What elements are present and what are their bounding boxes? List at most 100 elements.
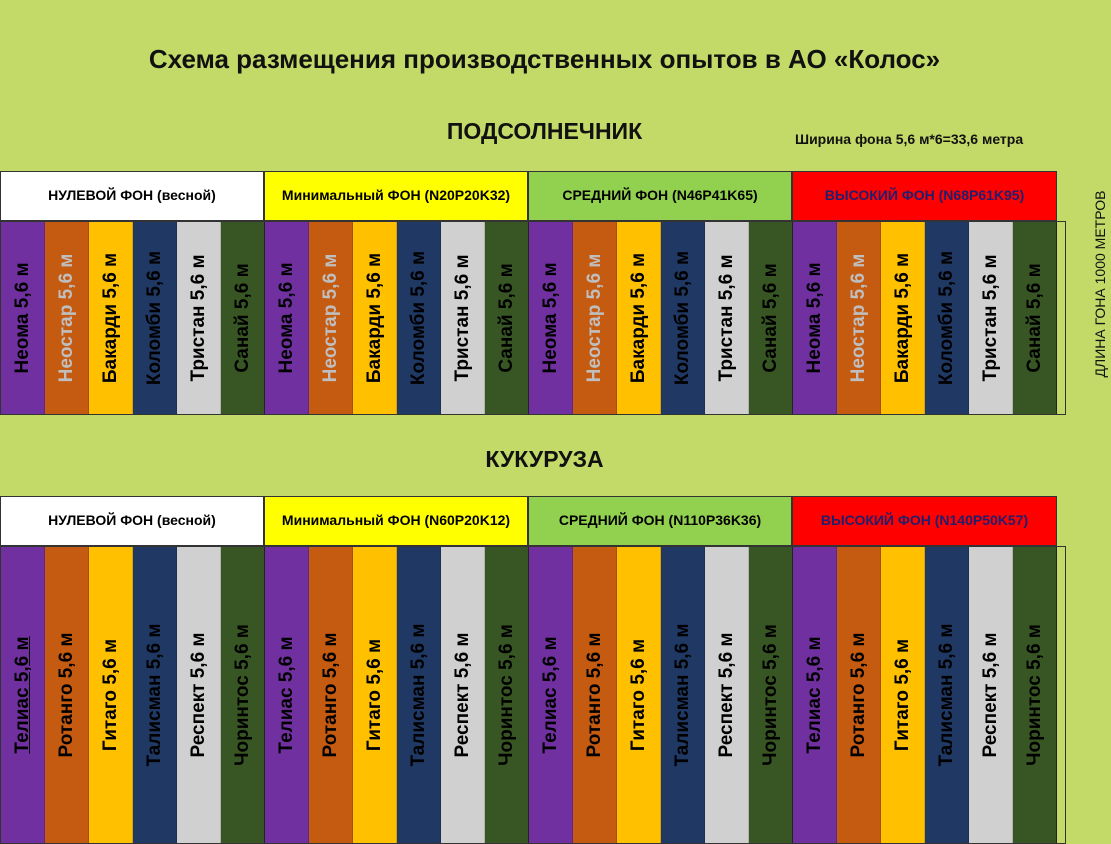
length-note: ДЛИНА ГОНА 1000 МЕТРОВ: [1092, 190, 1108, 378]
sunflower-plot-1-4: Коломби 5,6 м: [133, 222, 177, 414]
sunflower-variety-label: Бакарди 5,6 м: [891, 252, 913, 384]
sunflower-plot-4-1: Неома 5,6 м: [793, 222, 837, 414]
sunflower-variety-label: Неостар 5,6 м: [847, 253, 869, 383]
sunflower-plot-1-6: Санай 5,6 м: [221, 222, 265, 414]
sunflower-background-2: Минимальный ФОН (N20P20K32): [264, 171, 528, 221]
corn-background-1: НУЛЕВОЙ ФОН (весной): [0, 496, 264, 546]
corn-plot-1-3: Гитаго 5,6 м: [89, 547, 133, 843]
width-note: Ширина фона 5,6 м*6=33,6 метра: [795, 131, 1024, 147]
sunflower-plot-3-2: Неостар 5,6 м: [573, 222, 617, 414]
corn-plot-3-2: Ротанго 5,6 м: [573, 547, 617, 843]
corn-background-3: СРЕДНИЙ ФОН (N110P36K36): [528, 496, 792, 546]
corn-variety-label: Талисман 5,6 м: [143, 623, 165, 767]
corn-plot-1-5: Респект 5,6 м: [177, 547, 221, 843]
corn-plot-2-2: Ротанго 5,6 м: [309, 547, 353, 843]
sunflower-variety-label: Коломби 5,6 м: [407, 250, 429, 386]
sunflower-plot-4-4: Коломби 5,6 м: [925, 222, 969, 414]
corn-variety-label: Ротанго 5,6 м: [847, 632, 869, 758]
corn-variety-label: Телиас 5,6 м: [11, 636, 33, 754]
corn-plot-3-1: Телиас 5,6 м: [529, 547, 573, 843]
corn-variety-label: Гитаго 5,6 м: [99, 638, 121, 752]
corn-variety-label: Чоринтос 5,6 м: [495, 624, 517, 766]
sunflower-variety-label: Тристан 5,6 м: [187, 254, 209, 382]
sunflower-background-4: ВЫСОКИЙ ФОН (N68P61K95): [792, 171, 1057, 221]
corn-variety-label: Чоринтос 5,6 м: [759, 624, 781, 766]
corn-plot-2-5: Респект 5,6 м: [441, 547, 485, 843]
sunflower-variety-label: Санай 5,6 м: [759, 263, 781, 373]
sunflower-plot-2-4: Коломби 5,6 м: [397, 222, 441, 414]
corn-plot-1-6: Чоринтос 5,6 м: [221, 547, 265, 843]
sunflower-plot-4-5: Тристан 5,6 м: [969, 222, 1013, 414]
sunflower-plot-1-2: Неостар 5,6 м: [45, 222, 89, 414]
corn-variety-label: Респект 5,6 м: [979, 632, 1001, 758]
corn-variety-label: Гитаго 5,6 м: [363, 638, 385, 752]
sunflower-plot-2-5: Тристан 5,6 м: [441, 222, 485, 414]
corn-plot-4-3: Гитаго 5,6 м: [881, 547, 925, 843]
corn-variety-label: Телиас 5,6 м: [803, 636, 825, 754]
corn-plot-3-4: Талисман 5,6 м: [661, 547, 705, 843]
corn-plot-1-4: Талисман 5,6 м: [133, 547, 177, 843]
corn-variety-label: Гитаго 5,6 м: [627, 638, 649, 752]
sunflower-variety-label: Санай 5,6 м: [495, 263, 517, 373]
corn-plot-4-1: Телиас 5,6 м: [793, 547, 837, 843]
sunflower-plot-3-3: Бакарди 5,6 м: [617, 222, 661, 414]
sunflower-variety-label: Бакарди 5,6 м: [627, 252, 649, 384]
corn-plot-1-1: Телиас 5,6 м: [1, 547, 45, 843]
corn-variety-label: Ротанго 5,6 м: [583, 632, 605, 758]
corn-variety-label: Чоринтос 5,6 м: [1023, 624, 1045, 766]
sunflower-variety-label: Санай 5,6 м: [1023, 263, 1045, 373]
sunflower-plot-2-6: Санай 5,6 м: [485, 222, 529, 414]
diagram-title: Схема размещения производственных опытов…: [148, 44, 941, 74]
sunflower-variety-label: Неома 5,6 м: [803, 262, 825, 374]
corn-plot-4-2: Ротанго 5,6 м: [837, 547, 881, 843]
corn-plot-2-6: Чоринтос 5,6 м: [485, 547, 529, 843]
sunflower-plot-4-6: Санай 5,6 м: [1013, 222, 1057, 414]
corn-variety-label: Талисман 5,6 м: [407, 623, 429, 767]
corn-background-2: Минимальный ФОН (N60P20K12): [264, 496, 528, 546]
sunflower-plot-3-5: Тристан 5,6 м: [705, 222, 749, 414]
corn-variety-label: Талисман 5,6 м: [671, 623, 693, 767]
corn-variety-label: Ротанго 5,6 м: [319, 632, 341, 758]
corn-plot-4-5: Респект 5,6 м: [969, 547, 1013, 843]
sunflower-variety-label: Бакарди 5,6 м: [363, 252, 385, 384]
corn-plot-4-6: Чоринтос 5,6 м: [1013, 547, 1057, 843]
corn-variety-label: Чоринтос 5,6 м: [231, 624, 253, 766]
sunflower-variety-label: Коломби 5,6 м: [143, 250, 165, 386]
corn-variety-label: Респект 5,6 м: [715, 632, 737, 758]
corn-plot-2-3: Гитаго 5,6 м: [353, 547, 397, 843]
corn-variety-row: Телиас 5,6 м Ротанго 5,6 м Гитаго 5,6 м Тал…: [0, 546, 1066, 844]
sunflower-variety-label: Неома 5,6 м: [11, 262, 33, 374]
sunflower-plot-1-3: Бакарди 5,6 м: [89, 222, 133, 414]
sunflower-plot-4-2: Неостар 5,6 м: [837, 222, 881, 414]
corn-plot-3-3: Гитаго 5,6 м: [617, 547, 661, 843]
sunflower-background-3: СРЕДНИЙ ФОН (N46P41K65): [528, 171, 792, 221]
sunflower-variety-label: Неостар 5,6 м: [583, 253, 605, 383]
sunflower-plot-2-2: Неостар 5,6 м: [309, 222, 353, 414]
corn-plot-2-4: Талисман 5,6 м: [397, 547, 441, 843]
corn-background-row: НУЛЕВОЙ ФОН (весной)Минимальный ФОН (N60…: [0, 496, 1066, 546]
sunflower-plot-3-4: Коломби 5,6 м: [661, 222, 705, 414]
sunflower-background-1: НУЛЕВОЙ ФОН (весной): [0, 171, 264, 221]
sunflower-plot-3-6: Санай 5,6 м: [749, 222, 793, 414]
sunflower-variety-label: Неома 5,6 м: [539, 262, 561, 374]
corn-variety-label: Ротанго 5,6 м: [55, 632, 77, 758]
sunflower-plot-4-3: Бакарди 5,6 м: [881, 222, 925, 414]
corn-variety-label: Респект 5,6 м: [187, 632, 209, 758]
sunflower-variety-label: Тристан 5,6 м: [715, 254, 737, 382]
sunflower-background-row: НУЛЕВОЙ ФОН (весной)Минимальный ФОН (N20…: [0, 171, 1066, 221]
corn-variety-label: Гитаго 5,6 м: [891, 638, 913, 752]
corn-title: КУКУРУЗА: [485, 446, 604, 472]
sunflower-title: ПОДСОЛНЕЧНИК: [446, 118, 643, 144]
corn-plot-3-6: Чоринтос 5,6 м: [749, 547, 793, 843]
corn-background-4: ВЫСОКИЙ ФОН (N140P50K57): [792, 496, 1057, 546]
corn-variety-label: Талисман 5,6 м: [935, 623, 957, 767]
sunflower-plot-2-1: Неома 5,6 м: [265, 222, 309, 414]
corn-scheme: НУЛЕВОЙ ФОН (весной)Минимальный ФОН (N60…: [0, 496, 1066, 844]
sunflower-variety-label: Коломби 5,6 м: [935, 250, 957, 386]
sunflower-plot-3-1: Неома 5,6 м: [529, 222, 573, 414]
sunflower-plot-2-3: Бакарди 5,6 м: [353, 222, 397, 414]
corn-plot-1-2: Ротанго 5,6 м: [45, 547, 89, 843]
sunflower-variety-label: Неостар 5,6 м: [55, 253, 77, 383]
corn-plot-4-4: Талисман 5,6 м: [925, 547, 969, 843]
